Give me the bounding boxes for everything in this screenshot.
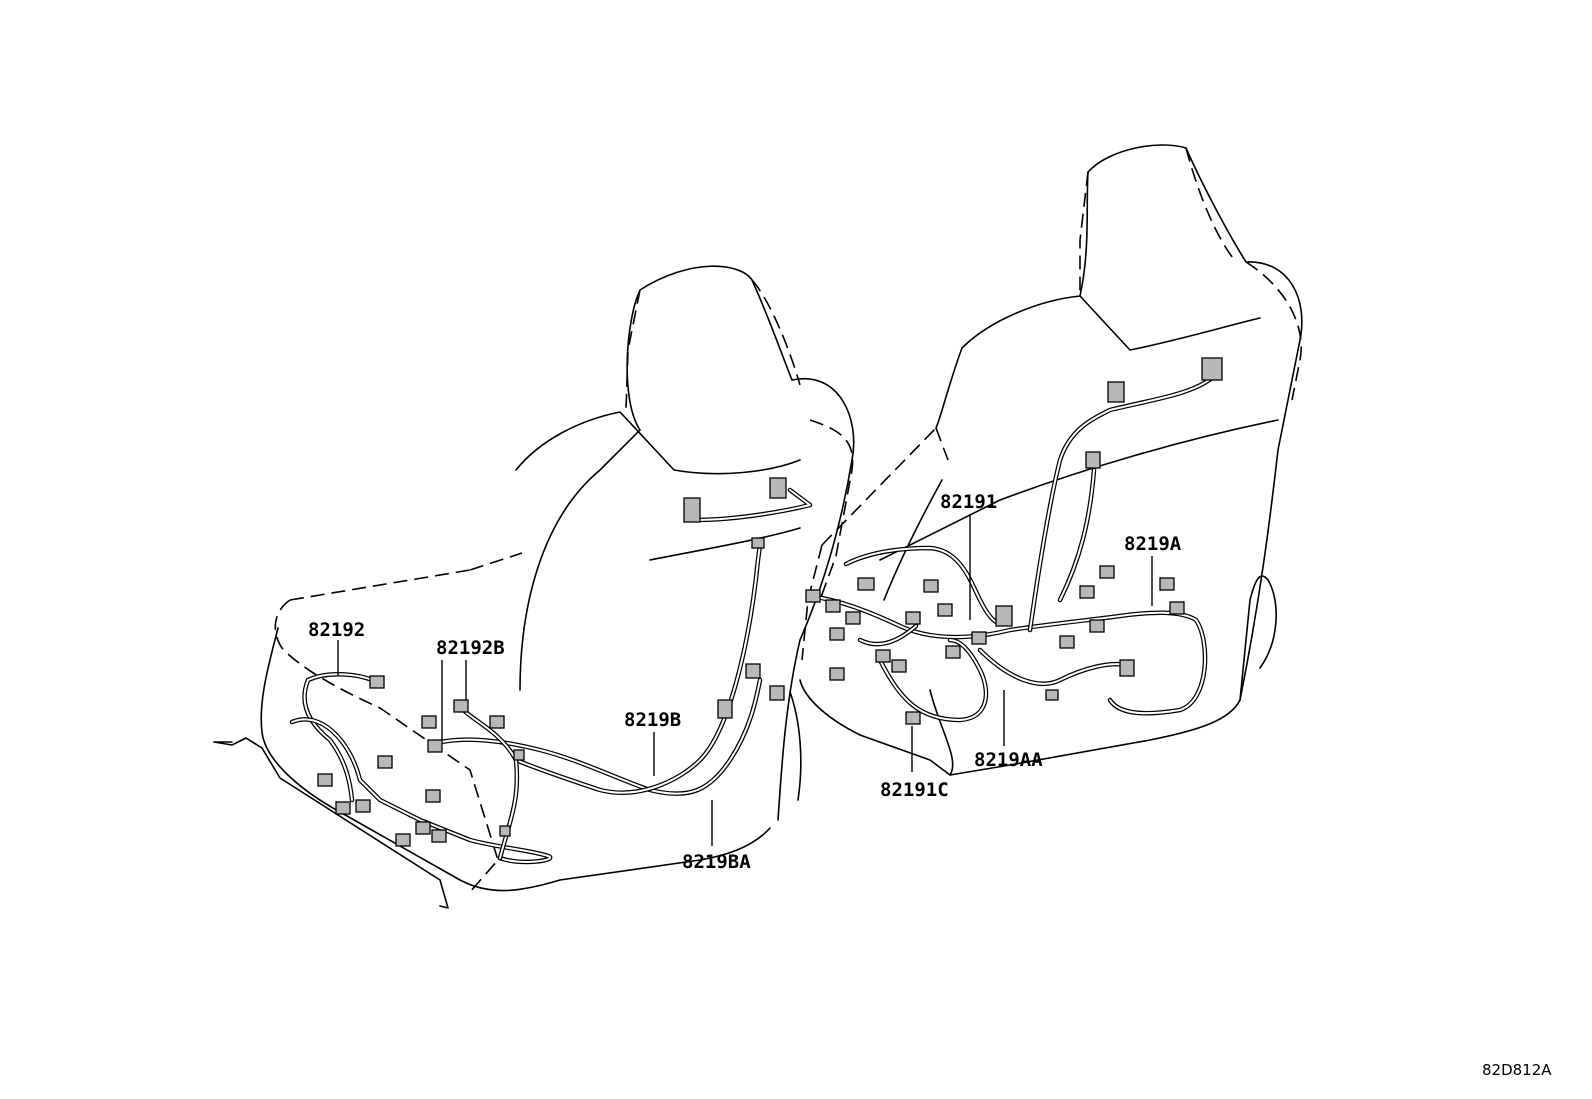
left-seatback-inner [515, 411, 801, 561]
right-seat-side [883, 479, 954, 776]
right-cushion-dashed [801, 427, 949, 661]
right-seat [799, 144, 1303, 776]
left-floor-edge [213, 737, 449, 909]
callout-8219B: 8219B [624, 709, 681, 776]
right-cushion-outline [799, 575, 1277, 776]
callout-8219A: 8219A [1124, 533, 1182, 606]
callout-8219B-label: 8219B [624, 709, 681, 731]
right-seatback-inner [879, 295, 1279, 561]
right-harness [805, 357, 1223, 725]
callout-82191-label: 82191 [940, 491, 997, 513]
callout-8219BA: 8219BA [682, 800, 751, 873]
callout-82192: 82192 [308, 619, 365, 676]
callout-82192-label: 82192 [308, 619, 365, 641]
callout-82192B: 82192B [436, 637, 505, 740]
left-seatback-outline [519, 265, 855, 821]
left-seat [213, 265, 855, 909]
left-harness [289, 477, 813, 865]
callout-82192B-label: 82192B [436, 637, 505, 659]
callout-82191: 82191 [940, 491, 997, 620]
diagram-id: 82D812A [1482, 1061, 1552, 1079]
callout-82191C-label: 82191C [880, 779, 949, 801]
callout-8219BA-label: 8219BA [682, 851, 751, 873]
left-cushion-dashed [274, 552, 523, 893]
callout-8219AA: 8219AA [974, 690, 1043, 771]
callout-8219AA-label: 8219AA [974, 749, 1043, 771]
callout-8219A-label: 8219A [1124, 533, 1182, 555]
left-seat-side [789, 691, 802, 801]
callout-82191C: 82191C [880, 726, 949, 801]
left-seatback-dashed [625, 279, 854, 601]
right-seatback-dashed [1079, 147, 1302, 401]
